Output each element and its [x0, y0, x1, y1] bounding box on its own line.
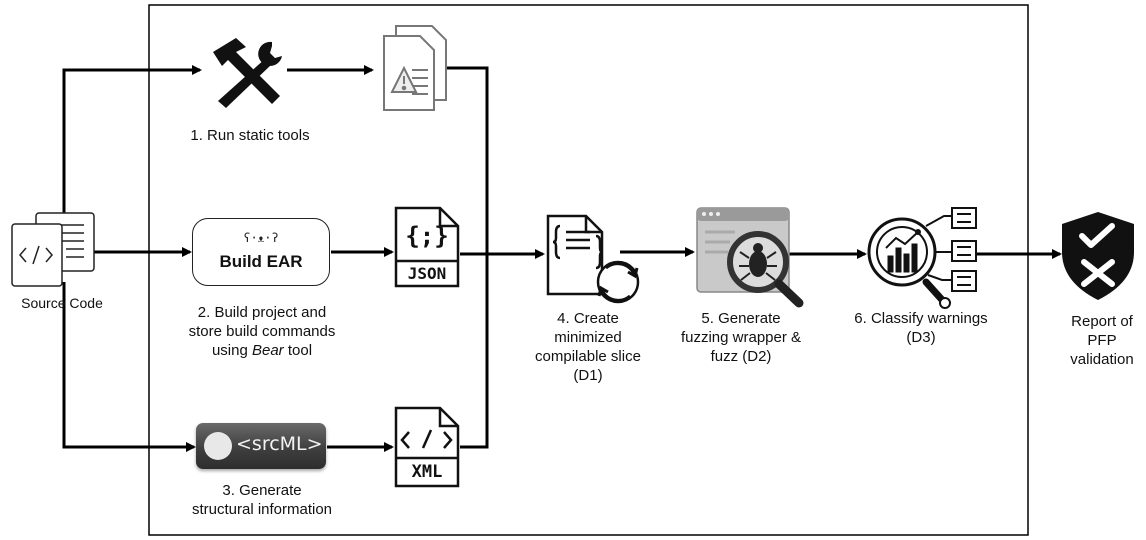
arrow-source-to-tools — [62, 65, 202, 213]
source-code-label: Source Code — [21, 295, 103, 311]
step3-label: 3. Generate structural information — [191, 482, 333, 518]
srcml-logo: <srcML> — [196, 423, 326, 469]
xml-caption: XML — [411, 462, 443, 482]
shield-check-icon — [1062, 212, 1134, 300]
step6-label: 6. Classify warnings (D3) — [854, 310, 988, 346]
pipeline-frame — [148, 4, 1029, 536]
hammer-wrench-icon — [213, 38, 282, 108]
arrow-source-to-srcml — [62, 282, 196, 452]
step4-label: 4. Create minimized compilable slice (D1… — [535, 310, 641, 384]
step5-label: 5. Generate fuzzing wrapper & fuzz (D2) — [680, 310, 802, 365]
build-ear-box: ʕ·ᴥ·ʔ Build EAR — [192, 218, 330, 286]
bug-magnifier-icon — [696, 207, 804, 308]
analytics-magnifier-icon — [867, 207, 977, 309]
line-xml-merge — [460, 254, 489, 449]
step2-label: 2. Build project and store build command… — [188, 304, 336, 359]
xml-file-icon — [394, 406, 460, 488]
line-warnings-merge — [446, 66, 489, 254]
step1-label: 1. Run static tools — [190, 127, 310, 144]
srcml-logo-text: <srcML> — [236, 433, 323, 455]
json-caption: JSON — [407, 264, 447, 283]
code-slice-cycle-icon — [546, 214, 640, 304]
srcml-leaf-icon — [204, 432, 232, 460]
bear-face-icon: ʕ·ᴥ·ʔ — [243, 231, 279, 245]
json-file-icon — [394, 206, 460, 288]
warning-report-icon — [383, 25, 447, 111]
build-ear-title: Build EAR — [219, 252, 303, 271]
report-label: Report of PFP validation — [1070, 313, 1134, 368]
json-glyph: {;} — [405, 222, 449, 250]
connectors — [62, 65, 1062, 452]
source-code-file-icon — [11, 212, 95, 287]
